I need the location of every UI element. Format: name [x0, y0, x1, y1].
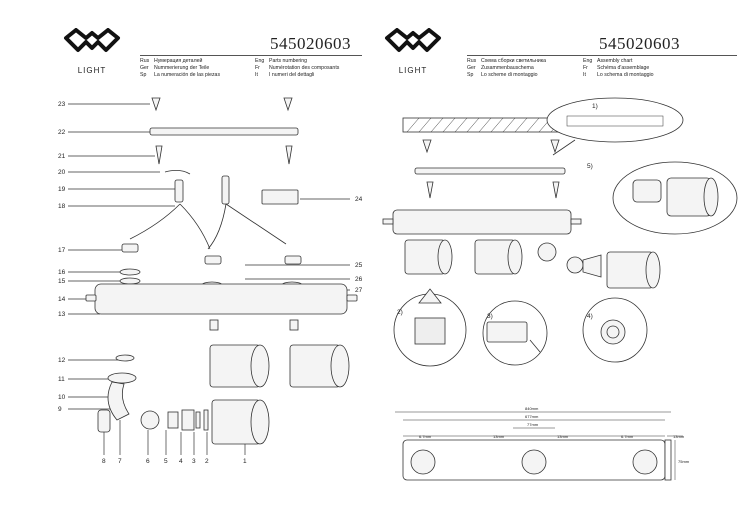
dimension-mid-left: 13mm: [493, 434, 505, 439]
part-number-label: 3: [192, 458, 196, 465]
brand-logo: LIGHT: [383, 28, 443, 80]
part-number-label: 12: [58, 357, 66, 364]
dimension-side-right: 6.7mm: [621, 434, 634, 439]
part-number-label: 22: [58, 129, 66, 136]
step-label: 3): [487, 313, 493, 320]
logo-mark-icon: [385, 28, 441, 52]
part-number-label: 26: [355, 276, 363, 283]
header-rule: [467, 55, 737, 56]
step-labels: 1) 2) 3) 4) 5): [397, 103, 598, 320]
logo-text: LIGHT: [398, 66, 428, 75]
part-labels-right: 24 25 26 27: [355, 196, 363, 294]
part-number-label: 14: [58, 296, 66, 303]
part-labels-left: 23 22 21 20 19 18 17 16 15 14 13 12 11 1…: [58, 101, 66, 413]
part-number-label: 18: [58, 203, 66, 210]
part-number-label: 6: [146, 458, 150, 465]
model-number: 545020603: [599, 34, 680, 53]
part-number-label: 27: [355, 287, 363, 294]
dimension-overall: 840mm: [525, 406, 539, 411]
part-number-label: 8: [102, 458, 106, 465]
part-number-label: 17: [58, 247, 66, 254]
dimension-height: 13mm: [673, 434, 685, 439]
dimension-labels: 840mm 677mm 77mm 6.7mm 13mm 13mm 6.7mm 1…: [419, 406, 690, 464]
part-number-label: 1: [243, 458, 247, 465]
part-number-label: 7: [118, 458, 122, 465]
step-label: 5): [587, 163, 593, 170]
part-number-label: 16: [58, 269, 66, 276]
part-labels-bottom: 8 7 6 5 4 3 2 1: [102, 458, 247, 465]
dimension-inner: 677mm: [525, 414, 539, 419]
part-number-label: 23: [58, 101, 66, 108]
step-label: 2): [397, 309, 403, 316]
part-number-label: 2: [205, 458, 209, 465]
exploded-parts-drawing: 23 22 21 20 19 18 17 16 15 14 13 12 11 1…: [58, 97, 363, 465]
part-number-label: 19: [58, 186, 66, 193]
model-number: 545020603: [270, 34, 351, 53]
header-rule: [140, 55, 362, 56]
part-number-label: 20: [58, 169, 66, 176]
part-number-label: 15: [58, 278, 66, 285]
step-label: 1): [592, 103, 598, 110]
brand-logo: LIGHT: [62, 28, 122, 80]
dimension-side-left: 6.7mm: [419, 434, 432, 439]
logo-mark-icon: [64, 28, 120, 52]
assembly-drawing: 1) 2) 3) 4) 5) 840mm 677mm 77mm 6.7mm 13…: [382, 97, 738, 481]
part-number-label: 13: [58, 311, 66, 318]
part-number-label: 21: [58, 153, 66, 160]
part-number-label: 5: [164, 458, 168, 465]
logo-text: LIGHT: [77, 66, 107, 75]
dimension-mid-right: 13mm: [557, 434, 569, 439]
part-number-label: 24: [355, 196, 363, 203]
dimension-center: 77mm: [527, 422, 539, 427]
dimension-depth: 75mm: [678, 459, 690, 464]
step-label: 4): [587, 313, 593, 320]
part-number-label: 10: [58, 394, 66, 401]
part-number-label: 4: [179, 458, 183, 465]
part-number-label: 25: [355, 262, 363, 269]
part-number-label: 11: [58, 376, 65, 383]
part-number-label: 9: [58, 406, 62, 413]
